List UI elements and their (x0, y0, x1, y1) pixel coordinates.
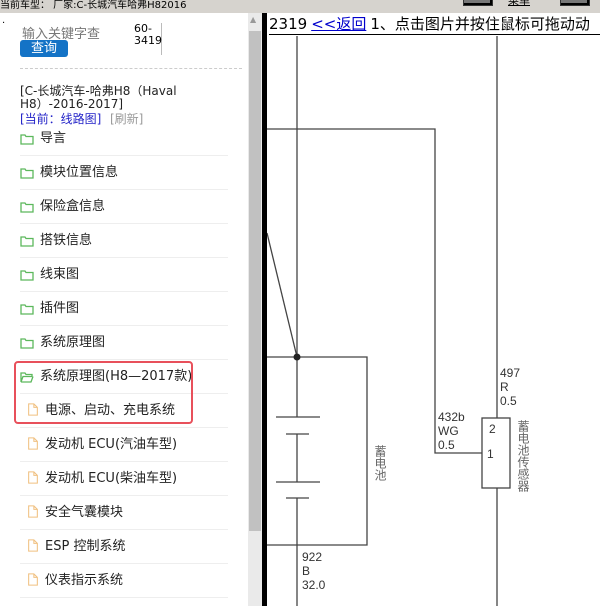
toolbar-button[interactable] (560, 0, 590, 6)
file-icon (28, 573, 38, 586)
junction-dot (293, 353, 301, 361)
sidebar-item-label: 模块位置信息 (40, 165, 119, 180)
current-view-link[interactable]: [当前：线路图] (20, 112, 102, 126)
file-icon (28, 505, 38, 518)
back-link[interactable]: <<返回 (311, 15, 367, 33)
file-icon (28, 437, 38, 450)
sidebar-item[interactable]: 发动机 ECU(汽油车型) (20, 428, 228, 462)
pin-label: 2 (489, 422, 496, 436)
folder-icon (20, 134, 34, 145)
sidebar-item-label: ESP 控制系统 (45, 539, 126, 554)
sensor-box (481, 417, 511, 489)
sidebar-item[interactable]: 搭铁信息 (20, 224, 228, 258)
sidebar-item-label: 发动机 ECU(柴油车型) (45, 471, 178, 486)
file-icon (28, 403, 38, 416)
sidebar-item-label: 电源、启动、充电系统 (45, 403, 176, 418)
sidebar-item[interactable]: 模块位置信息 (20, 156, 228, 190)
sidebar-item[interactable]: 系统原理图(H8—2017款) (20, 360, 228, 394)
page-number: 2319 (269, 15, 308, 33)
menu-button[interactable]: 菜单 (508, 0, 530, 7)
battery-label: 蓄电池 (373, 445, 387, 481)
sidebar: . 输入关键字查 查询 60-3419 [C-长城汽车-哈弗H8（Haval H… (0, 13, 248, 606)
folder-icon (20, 168, 34, 179)
sidebar-item[interactable]: 仪表指示系统 (20, 564, 228, 598)
hint-text: 1、点击图片并按住鼠标可拖动动 (370, 15, 590, 33)
sidebar-item[interactable]: ESP 控制系统 (20, 530, 228, 564)
top-bar: 当前车型： 厂家:C-长城汽车哈弗H82016 菜单 (0, 0, 600, 13)
sidebar-item[interactable]: 发动机 ECU(柴油车型) (20, 462, 228, 496)
folder-icon (20, 304, 34, 315)
toolbar-button[interactable] (463, 0, 493, 6)
sidebar-item-label: 搭铁信息 (40, 233, 93, 248)
folder-icon (20, 236, 34, 247)
query-button[interactable]: 查询 (20, 40, 68, 57)
folder-icon (20, 270, 34, 281)
wire-label: 32.0 (302, 578, 326, 592)
scroll-up-icon[interactable]: ▲ (250, 15, 257, 24)
sidebar-item-label: 系统原理图(H8—2017款) (40, 369, 193, 384)
search-input[interactable]: 输入关键字查 (22, 27, 101, 42)
sidebar-item-label: 发动机 ECU(汽油车型) (45, 437, 178, 452)
file-icon (28, 539, 38, 552)
folder-icon (20, 338, 34, 349)
sidebar-item-label: 仪表指示系统 (45, 573, 124, 588)
file-icon (28, 471, 38, 484)
wire-label: WG (438, 424, 459, 438)
sidebar-item-label: 系统原理图 (40, 335, 106, 350)
sidebar-item[interactable]: 电源、启动、充电系统 (20, 394, 228, 428)
battery-box (267, 356, 368, 546)
wire-label: 0.5 (500, 394, 517, 408)
code-label: 60-3419 (134, 23, 162, 55)
car-model-label: 当前车型： 厂家:C-长城汽车哈弗H82016 (0, 0, 187, 11)
divider (20, 68, 242, 69)
sidebar-item-label: 线束图 (40, 267, 80, 282)
sidebar-item-label: 保险盒信息 (40, 199, 106, 214)
scrollbar[interactable]: ▲ (248, 13, 262, 606)
wire (267, 232, 298, 358)
sidebar-item[interactable]: 插件图 (20, 292, 228, 326)
wire-label: 432b (438, 410, 465, 424)
sensor-label: 蓄电池传感器 (516, 420, 530, 493)
wire-432b (267, 128, 482, 454)
wiring-diagram[interactable]: 922 B 32.0 432b WG 0.5 497 R 0.5 2 1 蓄电池… (267, 13, 600, 606)
wire-label: 497 (500, 366, 520, 380)
sidebar-item[interactable]: 线束图 (20, 258, 228, 292)
scrollbar-thumb[interactable] (249, 31, 261, 531)
sidebar-item[interactable]: 导言 (20, 122, 228, 156)
sidebar-item-label: 插件图 (40, 301, 80, 316)
refresh-link[interactable]: [刷新] (110, 112, 144, 126)
wire-label: R (500, 380, 509, 394)
wire-label: 0.5 (438, 438, 455, 452)
sidebar-item-label: 安全气囊模块 (45, 505, 124, 520)
car-info-title: [C-长城汽车-哈弗H8（Haval H8）-2016-2017] (20, 84, 177, 111)
pin-label: 1 (487, 447, 494, 461)
wire-label: 922 (302, 550, 322, 564)
dot: . (2, 15, 6, 26)
wire-label: B (302, 564, 310, 578)
highlight-box (14, 361, 193, 424)
sidebar-item[interactable]: 安全气囊模块 (20, 496, 228, 530)
sidebar-item[interactable]: 系统原理图 (20, 326, 228, 360)
sidebar-item-label: 导言 (40, 131, 67, 146)
folder-icon (20, 202, 34, 213)
sidebar-item[interactable]: 保险盒信息 (20, 190, 228, 224)
folder-open-icon (20, 372, 34, 383)
